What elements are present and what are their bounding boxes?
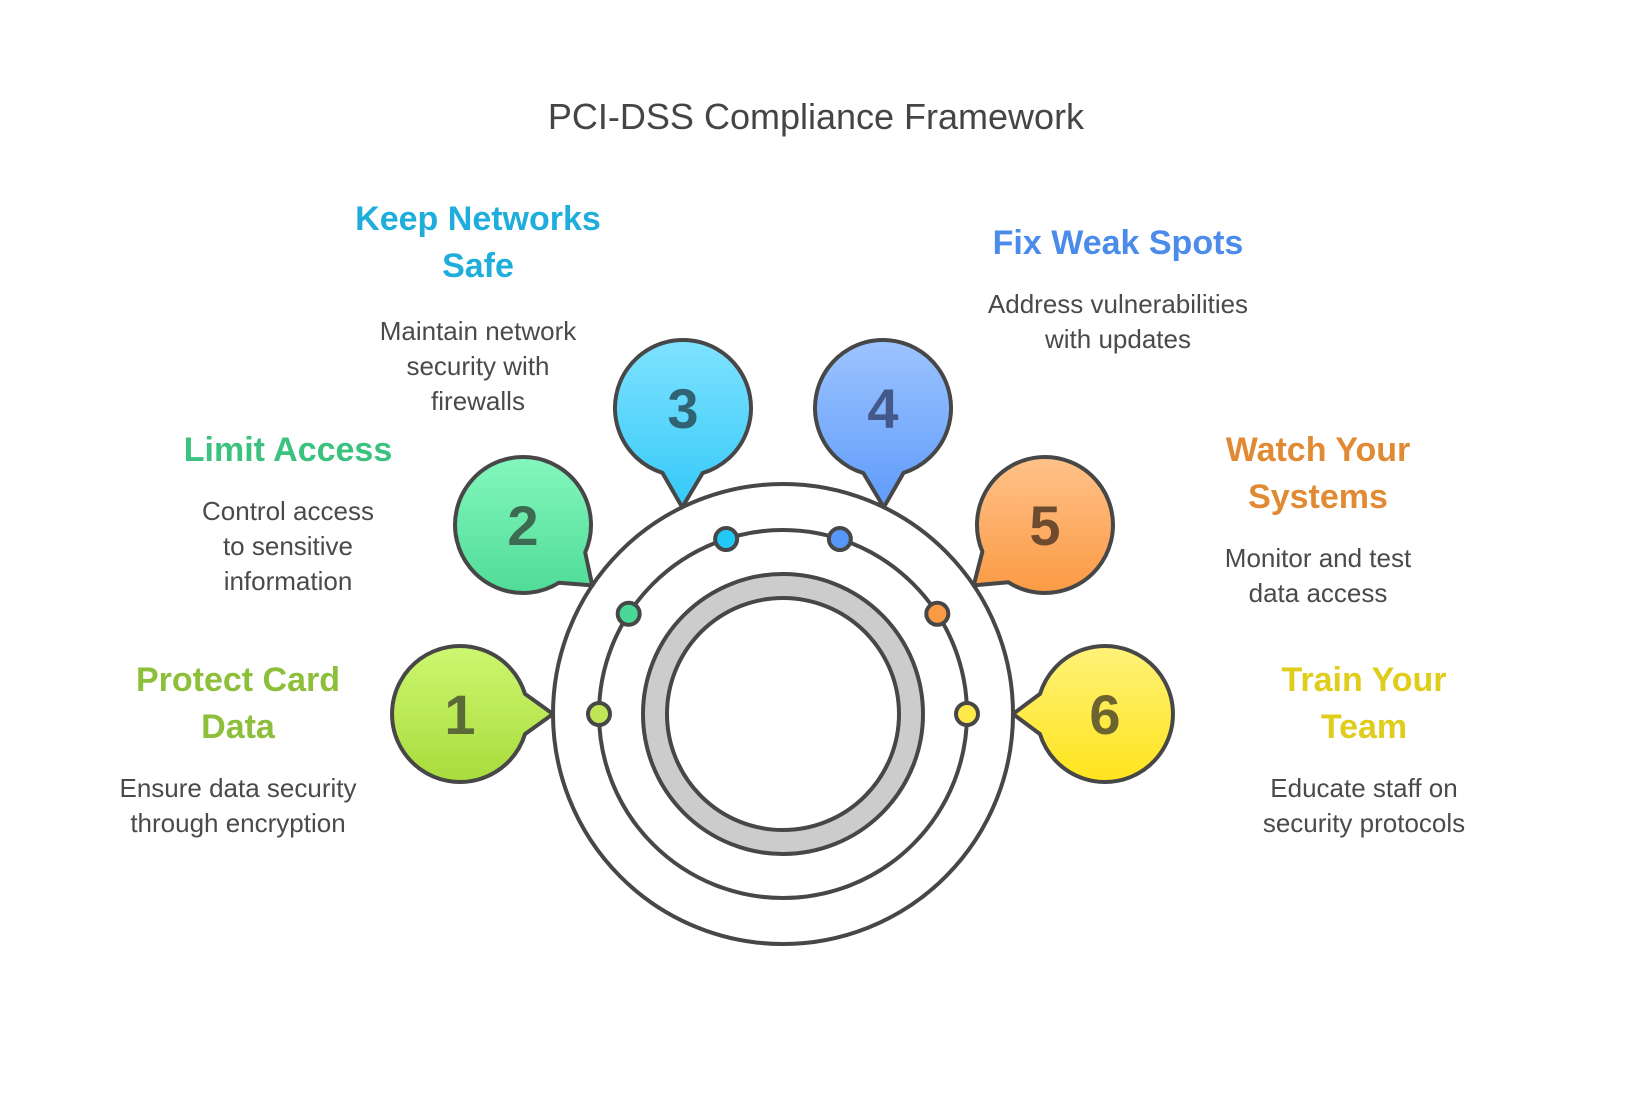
step-1-ring-dot (586, 701, 612, 727)
speech-bubble-icon (1011, 644, 1175, 784)
step-6-bubble: 6 (1011, 644, 1175, 784)
step-4-label: Fix Weak Spots Address vulnerabilities w… (958, 220, 1278, 357)
step-5-bubble: 5 (971, 454, 1115, 595)
gray-ring-band (643, 574, 923, 854)
step-4-ring-dot (826, 526, 853, 553)
step-4-number: 4 (867, 377, 898, 440)
gray-ring-outer-edge (641, 572, 925, 856)
gray-ring-inner-edge (665, 596, 901, 832)
step-6-number: 6 (1089, 683, 1120, 746)
step-3-ring-dot (713, 526, 740, 553)
speech-bubble-icon (453, 454, 595, 595)
step-3-label: Keep Networks Safe Maintain network secu… (318, 196, 638, 419)
step-1-number: 1 (444, 683, 475, 746)
step-3-heading: Keep Networks Safe (355, 200, 601, 285)
step-4-bubble: 4 (813, 338, 953, 510)
speech-bubble-icon (390, 644, 555, 784)
step-2-heading: Limit Access (183, 431, 393, 469)
speech-bubble-icon (813, 338, 953, 510)
speech-bubble-icon (613, 338, 753, 510)
step-1-label: Protect Card Data Ensure data security t… (88, 657, 388, 841)
step-3-bubble: 3 (613, 338, 753, 510)
step-2-number: 2 (507, 494, 538, 557)
step-6-description: Educate staff on security protocols (1262, 773, 1466, 838)
step-3-number: 3 (667, 377, 698, 440)
step-1-description: Ensure data security through encryption (119, 773, 357, 838)
step-2-bubble: 2 (453, 454, 595, 595)
step-4-heading: Fix Weak Spots (992, 224, 1244, 262)
step-2-ring-dot (615, 600, 642, 627)
step-5-label: Watch Your Systems Monitor and test data… (1168, 427, 1468, 611)
step-1-heading: Protect Card Data (135, 661, 341, 746)
step-2-label: Limit Access Control access to sensitive… (138, 427, 438, 599)
diagram-title: PCI-DSS Compliance Framework (547, 96, 1085, 137)
step-5-description: Monitor and test data access (1224, 543, 1412, 608)
step-5-ring-dot (924, 600, 951, 627)
step-6-heading: Train Your Team (1281, 661, 1447, 746)
step-4-description: Address vulnerabilities with updates (987, 289, 1249, 354)
step-6-label: Train Your Team Educate staff on securit… (1214, 657, 1514, 841)
step-5-heading: Watch Your Systems (1225, 431, 1411, 516)
step-3-description: Maintain network security with firewalls (379, 316, 577, 416)
step-5-number: 5 (1029, 494, 1060, 557)
step-6-ring-dot (954, 701, 980, 727)
speech-bubble-icon (971, 454, 1115, 595)
step-1-bubble: 1 (390, 644, 555, 784)
step-2-description: Control access to sensitive information (202, 496, 374, 596)
